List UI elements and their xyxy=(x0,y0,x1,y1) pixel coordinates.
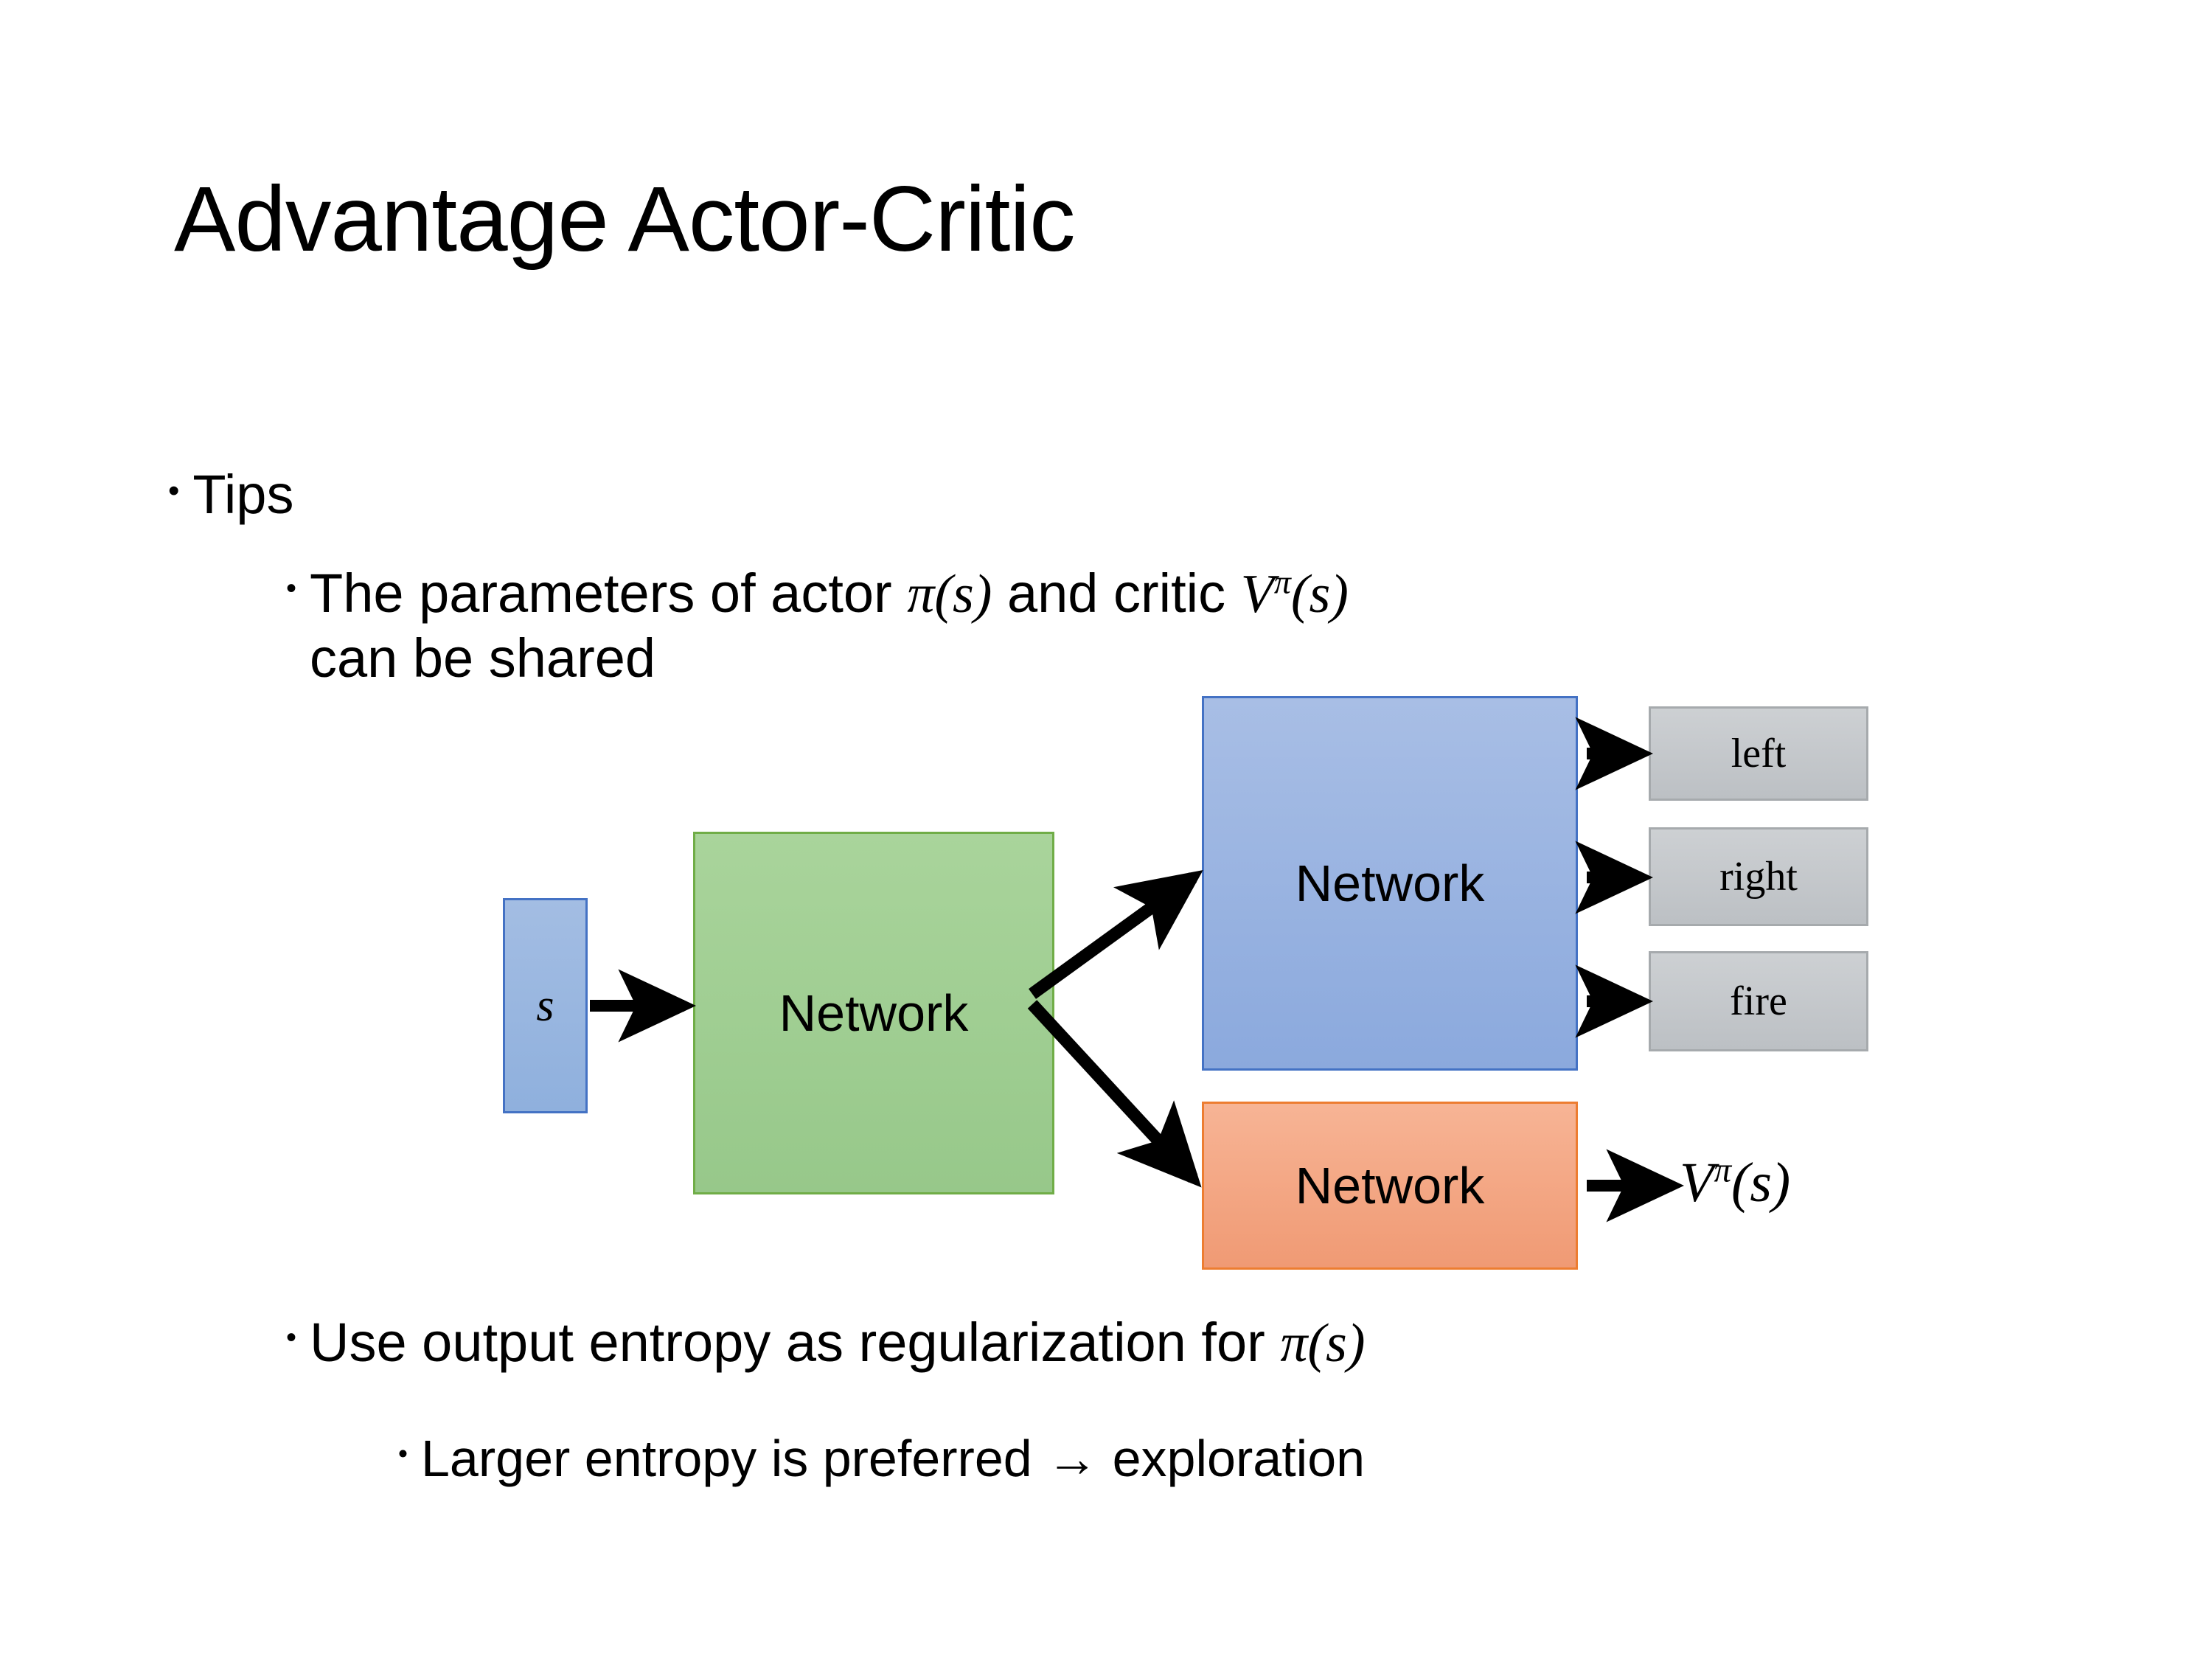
bullet-parameters-shared: • The parameters of actor π(s) and criti… xyxy=(286,562,2115,690)
action-box-fire: fire xyxy=(1649,951,1868,1051)
critic-network-label: Network xyxy=(1295,1157,1485,1214)
bullet-marker: • xyxy=(398,1439,408,1469)
bullet-tips-label: Tips xyxy=(192,464,294,525)
state-symbol-label: s xyxy=(536,980,554,1031)
arrow-shared-to-critic-network xyxy=(1027,1000,1202,1188)
critic-network-box: Network xyxy=(1202,1102,1578,1270)
v-symbol: V xyxy=(1240,564,1274,625)
bullet-marker: • xyxy=(286,572,297,605)
state-input-box: s xyxy=(503,898,588,1113)
bullet-marker: • xyxy=(168,473,180,509)
action-box-right: right xyxy=(1649,827,1868,926)
bullet-larger-entropy-label: Larger entropy is preferred → exploratio… xyxy=(420,1430,1366,1487)
action-label-fire: fire xyxy=(1730,978,1787,1024)
pi-of-s-inline: π(s) xyxy=(907,564,992,625)
action-label-left: left xyxy=(1731,731,1787,776)
critic-v-argument: (s) xyxy=(1731,1152,1791,1214)
actor-network-label: Network xyxy=(1295,855,1485,912)
action-box-left: left xyxy=(1649,706,1868,801)
critic-v-superscript-pi: π xyxy=(1714,1151,1732,1190)
shared-network-label: Network xyxy=(779,984,969,1042)
critic-v-symbol: V xyxy=(1680,1152,1714,1214)
action-label-right: right xyxy=(1719,854,1798,900)
entropy-text-prefix: Use output entropy as regularization for xyxy=(310,1312,1281,1373)
bullet-parameters-text: The parameters of actor π(s) and critic … xyxy=(310,562,2115,690)
params-line1-middle: and critic xyxy=(992,563,1241,624)
critic-output-label: Vπ(s) xyxy=(1680,1150,1790,1215)
shared-network-box: Network xyxy=(693,832,1054,1194)
bullet-entropy-text: Use output entropy as regularization for… xyxy=(310,1311,2115,1376)
bullet-tips: • Tips xyxy=(168,463,293,526)
actor-network-box: Network xyxy=(1202,696,1578,1071)
v-superscript-pi: π xyxy=(1273,563,1291,601)
bullet-larger-entropy: • Larger entropy is preferred → explorat… xyxy=(398,1429,2153,1489)
bullet-entropy-regularization: • Use output entropy as regularization f… xyxy=(286,1311,2115,1376)
params-line2: can be shared xyxy=(310,627,656,689)
v-argument: (s) xyxy=(1290,564,1349,625)
arrow-shared-to-actor-network xyxy=(1029,870,1203,999)
bullet-marker: • xyxy=(286,1321,297,1354)
page-title: Advantage Actor-Critic xyxy=(174,168,1076,271)
params-line1-prefix: The parameters of actor xyxy=(310,563,908,624)
pi-of-s-inline: π(s) xyxy=(1280,1313,1366,1374)
